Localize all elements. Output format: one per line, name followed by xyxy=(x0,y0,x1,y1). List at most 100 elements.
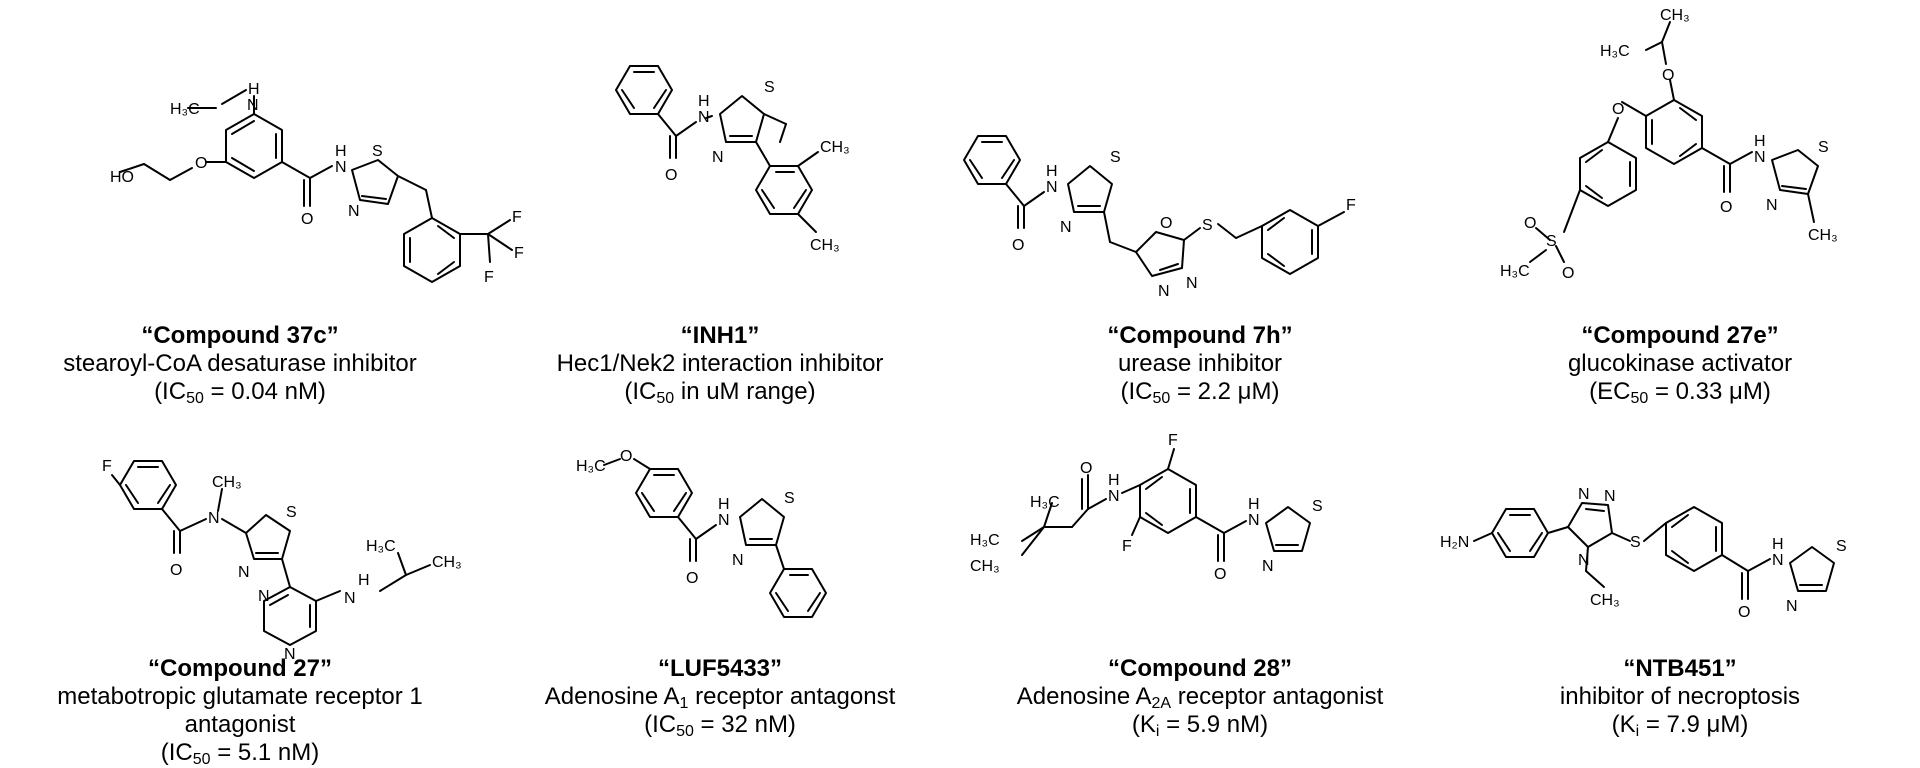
atom-label: O xyxy=(686,570,698,587)
compound-description: Adenosine A1 receptor antagonst xyxy=(544,683,896,712)
structure-7h: O H N N S O N N S F xyxy=(963,135,1356,300)
atom-label: CH₃ xyxy=(810,237,840,254)
atom-label: S xyxy=(372,143,383,160)
atom-label: S xyxy=(1546,233,1557,250)
atom-label: N xyxy=(1158,283,1170,300)
atom-label: N xyxy=(1786,598,1798,615)
atom-label: H₃C xyxy=(1500,263,1530,280)
activity-value: (Ki = 7.9 μM) xyxy=(1611,711,1749,740)
atom-label: H xyxy=(1772,536,1784,553)
atom-label: N xyxy=(1046,179,1058,196)
compound-caption: “Compound 27” metabotropic glutamate rec… xyxy=(0,655,480,768)
atom-label: O xyxy=(195,155,207,172)
compound-description: metabotropic glutamate receptor 1 antago… xyxy=(57,683,423,738)
atom-label: S xyxy=(1836,538,1847,555)
atom-label: S xyxy=(1202,217,1213,234)
compound-caption: “LUF5433” Adenosine A1 receptor antagons… xyxy=(480,655,960,740)
atom-label: CH₃ xyxy=(820,139,850,156)
atom-label: N xyxy=(348,203,360,220)
atom-label: O xyxy=(1612,101,1624,118)
compound-name: “Compound 28” xyxy=(1108,655,1292,682)
activity-value: (IC50 = 5.1 nM) xyxy=(160,739,320,768)
atom-label: S xyxy=(1630,534,1641,551)
compound-caption: “Compound 7h” urease inhibitor (IC50 = 2… xyxy=(960,322,1440,407)
structure-28: H₃C CH₃ H₃C O H N F F O H N N S xyxy=(970,432,1323,583)
atom-label: N xyxy=(712,149,724,166)
atom-label: H xyxy=(698,93,710,110)
atom-label: N xyxy=(1186,275,1198,292)
atom-label: H₃C xyxy=(576,458,606,475)
atom-label: N xyxy=(698,109,710,126)
structure-37c: H₃C H N HO O O H N S N F F F xyxy=(110,81,524,286)
atom-label: S xyxy=(784,490,795,507)
structure-27: F CH₃ N O S N H₃C CH₃ N N H N xyxy=(102,458,462,663)
atom-label: N xyxy=(284,646,296,663)
compound-caption: “Compound 27e” glucokinase activator (EC… xyxy=(1440,322,1920,407)
atom-label: N xyxy=(1262,558,1274,575)
atom-label: N xyxy=(718,512,730,529)
atom-label: CH₃ xyxy=(970,558,1000,575)
atom-label: H₃C xyxy=(1600,43,1630,60)
atom-label: N xyxy=(1578,486,1590,503)
activity-value: (Ki = 5.9 nM) xyxy=(1131,711,1269,740)
compound-description: inhibitor of necroptosis xyxy=(1559,683,1801,710)
atom-label: H xyxy=(358,572,370,589)
atom-label: N xyxy=(258,588,270,605)
atom-label: F xyxy=(102,458,112,475)
activity-value: (IC50 = 0.04 nM) xyxy=(154,378,326,407)
atom-label: O xyxy=(1662,67,1674,84)
compound-description: Adenosine A2A receptor antagonist xyxy=(1016,683,1384,712)
atom-label: O xyxy=(1524,215,1536,232)
atom-label: H₃C xyxy=(366,538,396,555)
atom-label: F xyxy=(514,245,524,262)
atom-label: CH₃ xyxy=(212,474,242,491)
atom-label: N xyxy=(208,510,220,527)
atom-label: O xyxy=(1562,265,1574,282)
atom-label: O xyxy=(1720,199,1732,216)
atom-label: F xyxy=(1122,538,1132,555)
atom-label: F xyxy=(1346,197,1356,214)
atom-label: CH₃ xyxy=(1590,592,1620,609)
compound-name: “LUF5433” xyxy=(657,655,783,682)
compound-caption: “NTB451” inhibitor of necroptosis (Ki = … xyxy=(1440,655,1920,740)
compound-description: Hec1/Nek2 interaction inhibitor xyxy=(556,350,884,377)
activity-value: (IC50 = 2.2 μM) xyxy=(1120,378,1280,407)
atom-label: F xyxy=(484,269,494,286)
atom-label: N xyxy=(1766,197,1778,214)
activity-value: (IC50 = 32 nM) xyxy=(644,711,796,740)
structure-ntb451: H₂N N N N S CH₃ O H N N S xyxy=(1440,486,1847,621)
atom-label: N xyxy=(1604,488,1616,505)
compound-caption: “Compound 37c” stearoyl-CoA desaturase i… xyxy=(0,322,480,407)
atom-label: O xyxy=(1160,215,1172,232)
activity-value: (EC50 = 0.33 μM) xyxy=(1589,378,1771,407)
atom-label: H xyxy=(718,496,730,513)
compound-description: glucokinase activator xyxy=(1567,350,1793,377)
atom-label: N xyxy=(238,564,250,581)
compound-caption: “Compound 28” Adenosine A2A receptor ant… xyxy=(960,655,1440,740)
compound-name: “NTB451” xyxy=(1623,655,1737,682)
atom-label: S xyxy=(286,504,297,521)
atom-label: S xyxy=(1818,139,1829,156)
atom-label: H₂N xyxy=(1440,534,1469,551)
atom-label: N xyxy=(1772,552,1784,569)
atom-label: H₃C xyxy=(1030,494,1060,511)
atom-label: O xyxy=(301,211,313,228)
atom-label: H xyxy=(248,81,260,98)
atom-label: H₃C xyxy=(970,532,1000,549)
atom-label: H xyxy=(1754,133,1766,150)
atom-label: H xyxy=(1108,472,1120,489)
atom-label: O xyxy=(1080,460,1092,477)
atom-label: N xyxy=(335,159,347,176)
atom-label: H xyxy=(1248,496,1260,513)
atom-label: O xyxy=(665,167,677,184)
atom-label: O xyxy=(170,562,182,579)
atom-label: S xyxy=(1110,149,1121,166)
atom-label: N xyxy=(247,97,259,114)
atom-label: HO xyxy=(110,169,134,186)
atom-label: S xyxy=(764,79,775,96)
atom-label: O xyxy=(1012,237,1024,254)
atom-label: N xyxy=(1248,512,1260,529)
compound-description: stearoyl-CoA desaturase inhibitor xyxy=(63,350,417,377)
atom-label: N xyxy=(344,590,356,607)
compound-caption: “INH1” Hec1/Nek2 interaction inhibitor (… xyxy=(480,322,960,407)
